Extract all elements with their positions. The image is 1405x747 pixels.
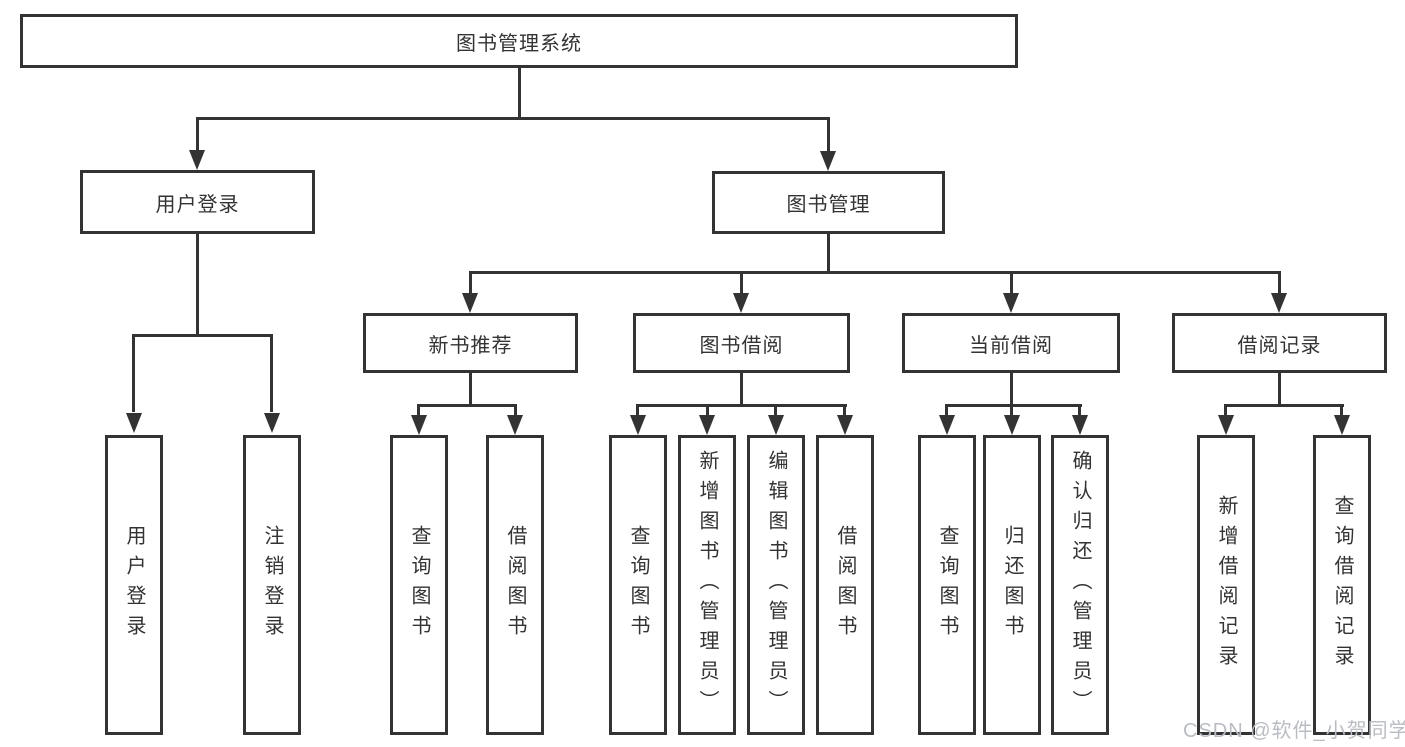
- arrowhead-down-icon: [264, 413, 280, 433]
- leaf-borrow-books-borrow: 借阅图书: [816, 435, 874, 735]
- node-user-login: 用户登录: [80, 170, 315, 234]
- connector-new-book-trunk: [469, 373, 472, 406]
- node-current-borrow: 当前借阅: [902, 313, 1120, 373]
- leaf-return-book-label: 归还图书: [1001, 525, 1023, 645]
- arrowhead-down-icon: [462, 293, 478, 313]
- leaf-edit-book-admin: 编辑图书（管理员）: [747, 435, 805, 735]
- arrowhead-down-icon: [1218, 415, 1234, 435]
- connector-book-borrow-trunk: [740, 373, 743, 406]
- arrowhead-down-icon: [189, 150, 205, 170]
- connector-current-borrow-branch: [945, 404, 1082, 407]
- node-user-login-label: 用户登录: [155, 193, 240, 216]
- connector-stem-leaf-logout: [270, 334, 273, 412]
- node-book-borrow: 图书借阅: [633, 313, 850, 373]
- arrowhead-down-icon: [630, 415, 646, 435]
- arrowhead-down-icon: [820, 151, 836, 171]
- node-root-label: 图书管理系统: [456, 32, 582, 55]
- connector-level3-branch: [469, 271, 1281, 274]
- node-borrow-record-label: 借阅记录: [1237, 334, 1322, 357]
- connector-stem: [417, 404, 420, 416]
- connector-user-login-branch: [132, 334, 273, 337]
- connector-user-login-trunk: [196, 234, 199, 336]
- arrowhead-down-icon: [699, 415, 715, 435]
- connector-current-borrow-trunk: [1010, 373, 1013, 406]
- connector-book-mgmt-trunk: [827, 234, 830, 272]
- connector-book-borrow-branch: [636, 404, 847, 407]
- node-book-borrow-label: 图书借阅: [699, 334, 784, 357]
- arrowhead-down-icon: [411, 415, 427, 435]
- connector-stem: [774, 404, 777, 416]
- connector-stem-book-borrow: [740, 271, 743, 295]
- connector-borrow-record-trunk: [1278, 373, 1281, 406]
- leaf-borrow-books-newrec: 借阅图书: [486, 435, 544, 735]
- connector-stem-leaf-user-login: [132, 334, 135, 412]
- leaf-return-book: 归还图书: [983, 435, 1041, 735]
- leaf-add-borrow-record-label: 新增借阅记录: [1215, 495, 1237, 675]
- leaf-add-book-admin: 新增图书（管理员）: [678, 435, 736, 735]
- node-book-mgmt-label: 图书管理: [786, 194, 871, 216]
- connector-stem: [1340, 404, 1343, 416]
- connector-stem: [514, 404, 517, 416]
- arrowhead-down-icon: [939, 415, 955, 435]
- leaf-add-book-admin-label: 新增图书（管理员）: [696, 450, 718, 720]
- connector-stem: [1224, 404, 1227, 416]
- csdn-watermark: CSDN @软件_小贺同学: [1183, 720, 1405, 742]
- leaf-edit-book-admin-label: 编辑图书（管理员）: [765, 450, 787, 720]
- leaf-query-books-borrow-label: 查询图书: [627, 525, 649, 645]
- arrowhead-down-icon: [507, 415, 523, 435]
- leaf-borrow-books-borrow-label: 借阅图书: [834, 525, 856, 645]
- connector-stem-user-login: [196, 117, 199, 150]
- leaf-user-login-label: 用户登录: [123, 525, 145, 645]
- node-current-borrow-label: 当前借阅: [969, 334, 1053, 357]
- leaf-logout-login-label: 注销登录: [261, 525, 283, 645]
- connector-borrow-record-branch: [1224, 404, 1344, 407]
- leaf-query-borrow-record: 查询借阅记录: [1313, 435, 1371, 735]
- connector-stem: [1010, 404, 1013, 416]
- connector-new-book-branch: [417, 404, 517, 407]
- arrowhead-down-icon: [1003, 293, 1019, 313]
- connector-stem: [706, 404, 709, 416]
- arrowhead-down-icon: [1334, 415, 1350, 435]
- leaf-logout-login: 注销登录: [243, 435, 301, 735]
- node-root: 图书管理系统: [20, 14, 1018, 68]
- leaf-query-borrow-record-label: 查询借阅记录: [1331, 495, 1353, 675]
- connector-stem: [636, 404, 639, 416]
- node-new-book-rec: 新书推荐: [363, 313, 578, 373]
- leaf-user-login: 用户登录: [105, 435, 163, 735]
- leaf-query-books-current-label: 查询图书: [936, 525, 958, 645]
- leaf-query-books-newrec: 查询图书: [390, 435, 448, 735]
- leaf-query-books-newrec-label: 查询图书: [408, 525, 430, 645]
- connector-stem: [843, 404, 846, 416]
- arrowhead-down-icon: [733, 293, 749, 313]
- leaf-query-books-borrow: 查询图书: [609, 435, 667, 735]
- leaf-confirm-return-admin: 确认归还（管理员）: [1051, 435, 1109, 735]
- node-book-mgmt: 图书管理: [712, 171, 945, 234]
- connector-root-trunk: [518, 67, 521, 118]
- arrowhead-down-icon: [768, 415, 784, 435]
- leaf-confirm-return-admin-label: 确认归还（管理员）: [1069, 450, 1091, 720]
- connector-stem: [1078, 404, 1081, 416]
- connector-stem-borrow-record: [1278, 271, 1281, 295]
- leaf-borrow-books-newrec-label: 借阅图书: [504, 525, 526, 645]
- arrowhead-down-icon: [1072, 415, 1088, 435]
- connector-level2-branch: [196, 117, 830, 120]
- node-borrow-record: 借阅记录: [1172, 313, 1387, 373]
- connector-stem-book-mgmt: [827, 117, 830, 151]
- connector-stem: [945, 404, 948, 416]
- node-new-book-rec-label: 新书推荐: [428, 334, 513, 357]
- arrowhead-down-icon: [837, 415, 853, 435]
- arrowhead-down-icon: [1004, 415, 1020, 435]
- arrowhead-down-icon: [1271, 293, 1287, 313]
- connector-stem-current-borrow: [1010, 271, 1013, 295]
- leaf-query-books-current: 查询图书: [918, 435, 976, 735]
- leaf-add-borrow-record: 新增借阅记录: [1197, 435, 1255, 735]
- connector-stem-new-book: [469, 271, 472, 295]
- arrowhead-down-icon: [126, 413, 142, 433]
